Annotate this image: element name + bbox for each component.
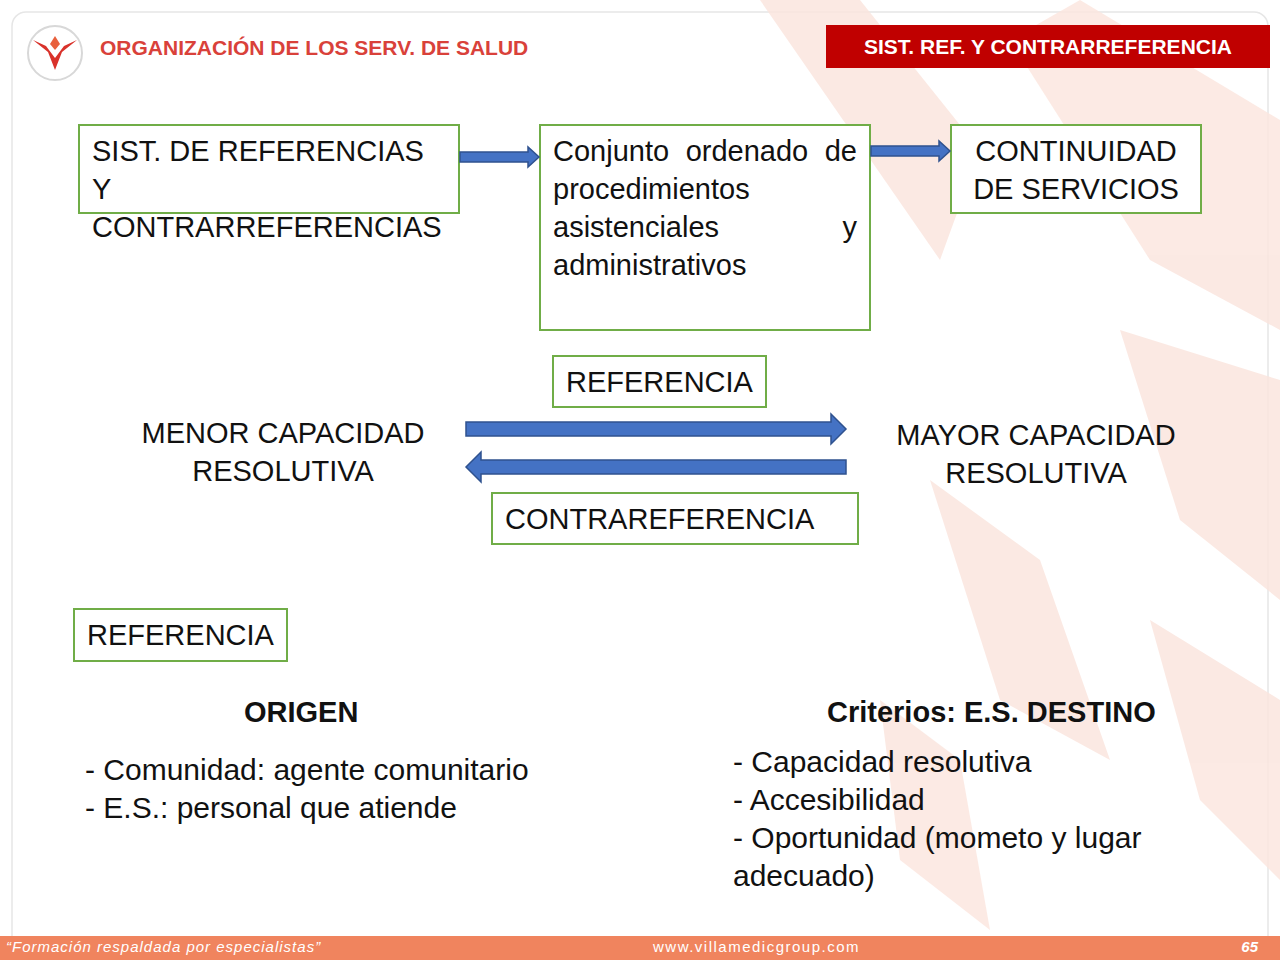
contrareferencia-box: CONTRAREFERENCIA [491,492,859,545]
concept-box: SIST. DE REFERENCIAS Y CONTRARREFERENCIA… [78,124,460,214]
list-item: - Comunidad: agente comunitario [85,751,529,789]
section-band: SIST. REF. Y CONTRARREFERENCIA [826,25,1270,68]
referencia-box: REFERENCIA [552,355,767,408]
block-arrow [460,147,539,167]
definition-box: Conjunto ordenado de procedimientos asis… [539,124,871,331]
list-item: - Capacidad resolutiva [733,743,1032,781]
result-box: CONTINUIDAD DE SERVICIOS [950,124,1202,214]
page-frame [12,12,1268,952]
node-text: CONTINUIDAD DE SERVICIOS [964,132,1188,208]
level-text: MAYOR CAPACIDAD RESOLUTIVA [846,416,1226,492]
footer-band: “Formación respaldada por especialistas”… [0,936,1280,960]
level-text: MENOR CAPACIDAD RESOLUTIVA [100,414,466,490]
footer-text: 65 [1241,938,1258,955]
block-arrow [466,452,846,482]
footer-text: “Formación respaldada por especialistas” [6,938,321,955]
node-text: REFERENCIA [87,616,274,654]
node-text: REFERENCIA [566,363,753,401]
node-text: CONTRAREFERENCIA [505,500,845,538]
block-arrow [871,141,950,161]
referencia-box: REFERENCIA [73,608,288,662]
node-text: SIST. REF. Y CONTRARREFERENCIA [864,35,1232,59]
node-text: MENOR CAPACIDAD RESOLUTIVA [100,414,466,490]
node-text: MAYOR CAPACIDAD RESOLUTIVA [846,416,1226,492]
list-item: - Oportunidad (mometo y lugar adecuado) [733,819,1243,895]
logo [28,26,82,80]
block-arrow [466,414,846,444]
column-heading: ORIGEN [244,693,358,731]
node-text: SIST. DE REFERENCIAS Y CONTRARREFERENCIA… [92,132,446,246]
footer-text: www.villamedicgroup.com [653,938,860,955]
node-text: Conjunto ordenado de procedimientos asis… [553,132,857,284]
column-heading: Criterios: E.S. DESTINO [827,693,1156,731]
list-item: - Accesibilidad [733,781,925,819]
slide-title: ORGANIZACIÓN DE LOS SERV. DE SALUD [100,34,528,62]
list-item: - E.S.: personal que atiende [85,789,457,827]
